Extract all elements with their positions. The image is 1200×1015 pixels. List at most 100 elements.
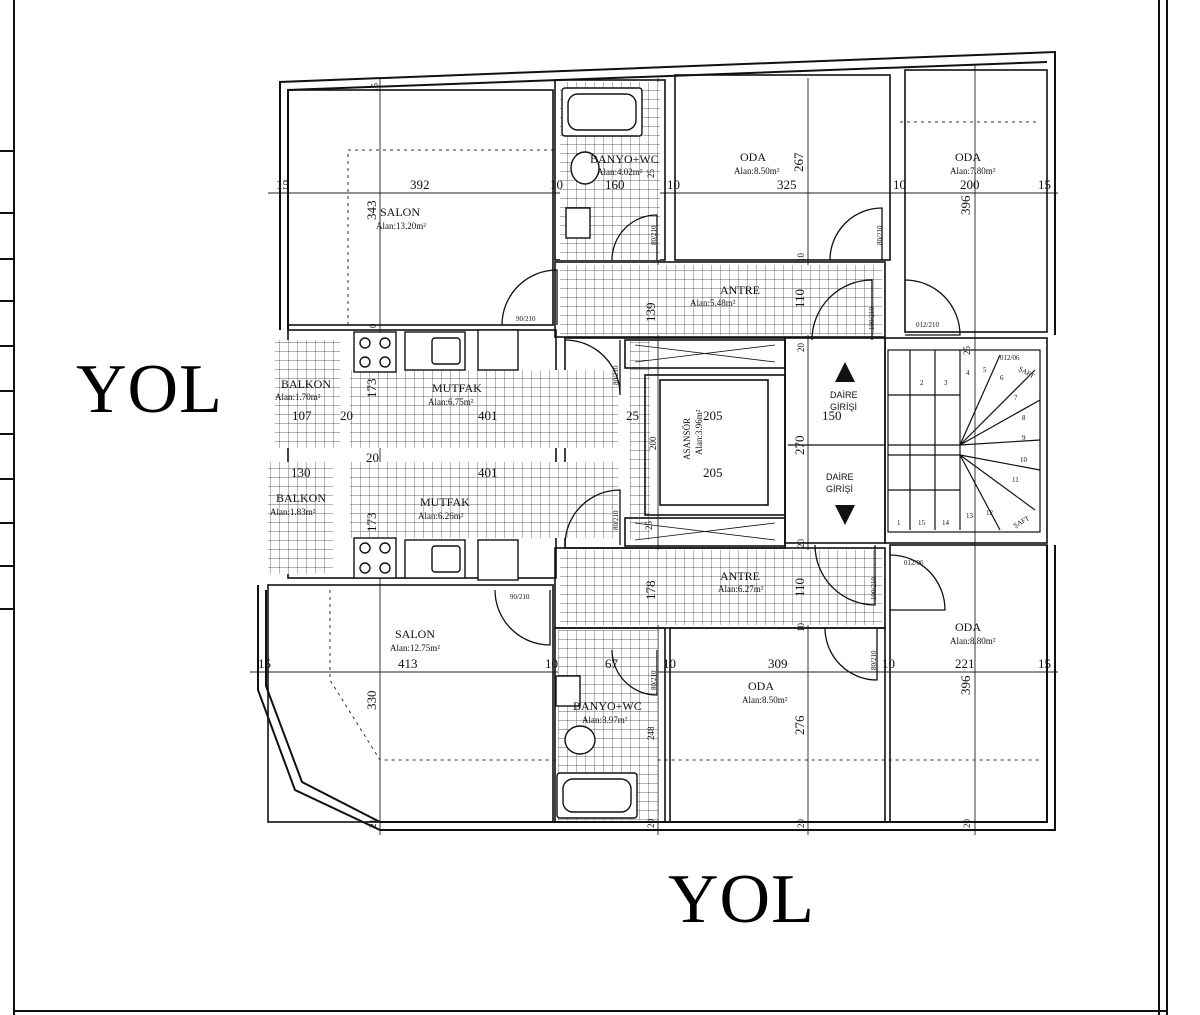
- stair-step-number: 3: [944, 379, 948, 387]
- border-tick: [0, 390, 13, 392]
- sheet-border-left: [13, 0, 15, 1015]
- room-name: BALKON: [281, 377, 331, 391]
- border-tick: [0, 433, 13, 435]
- bathroom-fixtures: [555, 87, 643, 819]
- door-size-label: 90/210: [510, 593, 530, 601]
- dimension-label: 10: [796, 623, 806, 633]
- dimension-label: 276: [792, 715, 807, 735]
- door-size-label: 80/210: [650, 670, 658, 690]
- dimension-label: 15: [1038, 177, 1051, 192]
- room-area: Alan:6.75m²: [428, 397, 474, 407]
- door-swings: [494, 207, 961, 696]
- stair-step-number: 15: [918, 519, 926, 527]
- dimension-label: 130: [291, 465, 311, 480]
- sheet-border-right: [1158, 0, 1160, 1015]
- room-name: ASANSÖR: [682, 418, 692, 460]
- dimension-label: 413: [398, 656, 418, 671]
- room-area: Alan:8.50m²: [734, 166, 780, 176]
- room-name: BALKON: [276, 491, 326, 505]
- room-name: ANTRE: [720, 569, 760, 583]
- room-area: Alan:5.48m²: [690, 298, 736, 308]
- dimension-label: 10: [545, 656, 558, 671]
- border-tick: [0, 345, 13, 347]
- dimension-label: 25: [962, 346, 972, 356]
- dimension-label: 15: [276, 177, 289, 192]
- border-tick: [0, 212, 13, 214]
- room-area: Alan:12.75m²: [390, 643, 440, 653]
- border-tick: [0, 258, 13, 260]
- stair-step-number: 5: [983, 366, 987, 374]
- dimension-label: 309: [768, 656, 788, 671]
- room-area: Alan:8.80m²: [950, 636, 996, 646]
- dimension-label: 10: [893, 177, 906, 192]
- stair-step-number: 4: [966, 369, 970, 377]
- room-area: Alan:3.96m²: [694, 409, 704, 455]
- dimension-label: 401: [478, 408, 498, 423]
- dimension-label: 343: [364, 201, 379, 221]
- entrance-label: GİRİŞİ: [830, 402, 857, 412]
- dimension-label: 270: [792, 436, 807, 456]
- room-area: Alan:3.97m²: [582, 715, 628, 725]
- dimension-label: 21: [368, 819, 378, 828]
- door-size-label: 012/210: [916, 321, 939, 329]
- room-name: MUTFAK: [420, 495, 470, 509]
- dimension-label: 392: [410, 177, 430, 192]
- dimension-label: 205: [703, 408, 723, 423]
- room-name: ODA: [955, 620, 981, 634]
- setback-lines: [329, 121, 1040, 761]
- dimension-label: 205: [703, 465, 723, 480]
- stair-step-number: 13: [966, 512, 974, 520]
- dimension-label: 401: [478, 465, 498, 480]
- dimension-label: 396: [958, 675, 973, 695]
- room-area: Alan:13.20m²: [376, 221, 426, 231]
- dimension-label: 20: [646, 819, 656, 829]
- border-tick: [0, 608, 13, 610]
- room-name: ODA: [740, 150, 766, 164]
- stair-step-number: 14: [942, 519, 950, 527]
- entrance-label: DAİRE: [830, 390, 858, 400]
- dimension-label: 267: [791, 152, 806, 172]
- stair-step-number: 12: [986, 509, 994, 517]
- dimension-label: 10: [667, 177, 680, 192]
- road-label-left: YOL: [76, 351, 223, 428]
- dimension-label: 248: [646, 726, 656, 740]
- dimension-label: 20: [796, 343, 806, 353]
- dimension-label: 15: [370, 83, 380, 93]
- room-area: Alan:4.02m²: [597, 167, 643, 177]
- dimension-label: 0: [368, 323, 378, 328]
- room-area: Alan:6.26m²: [418, 511, 464, 521]
- border-tick: [0, 300, 13, 302]
- sheet-border-right-outer: [1166, 0, 1168, 1015]
- room-name: ANTRE: [720, 283, 760, 297]
- dimension-label: 200: [960, 177, 980, 192]
- entrance-label: GİRİŞİ: [826, 484, 853, 494]
- room-name: BANYO+WC: [590, 152, 659, 166]
- dimension-label: 25: [626, 408, 639, 423]
- dimension-label: 67: [605, 656, 619, 671]
- door-size-label: 80/210: [612, 510, 620, 530]
- door-size-label: 100/210: [868, 307, 876, 330]
- dimension-label: 110: [792, 578, 807, 597]
- room-name: BANYO+WC: [573, 699, 642, 713]
- dimension-label: 173: [364, 379, 379, 399]
- dimension-label: 330: [364, 691, 379, 711]
- stair-step-number: 9: [1022, 434, 1026, 442]
- dimension-label: 20: [340, 408, 353, 423]
- room-name: MUTFAK: [432, 381, 482, 395]
- stair-step-number: 1: [897, 519, 901, 527]
- dimension-label: 20: [796, 819, 806, 829]
- door-size-label: 80/210: [876, 225, 884, 245]
- door-size-label: 100/210: [870, 577, 878, 600]
- dimension-label: 20: [962, 819, 972, 829]
- dimension-label: 10: [796, 253, 806, 263]
- dimension-label: 110: [792, 289, 807, 308]
- staircase: [887, 349, 1041, 533]
- stair-step-number: 2: [920, 379, 924, 387]
- entrance-arrows: [835, 362, 855, 525]
- dimension-label: 178: [643, 581, 658, 601]
- door-size-label: 80/210: [650, 225, 658, 245]
- room-area: Alan:1.70m²: [275, 392, 321, 402]
- border-tick: [0, 150, 13, 152]
- dimension-label: 15: [1038, 656, 1051, 671]
